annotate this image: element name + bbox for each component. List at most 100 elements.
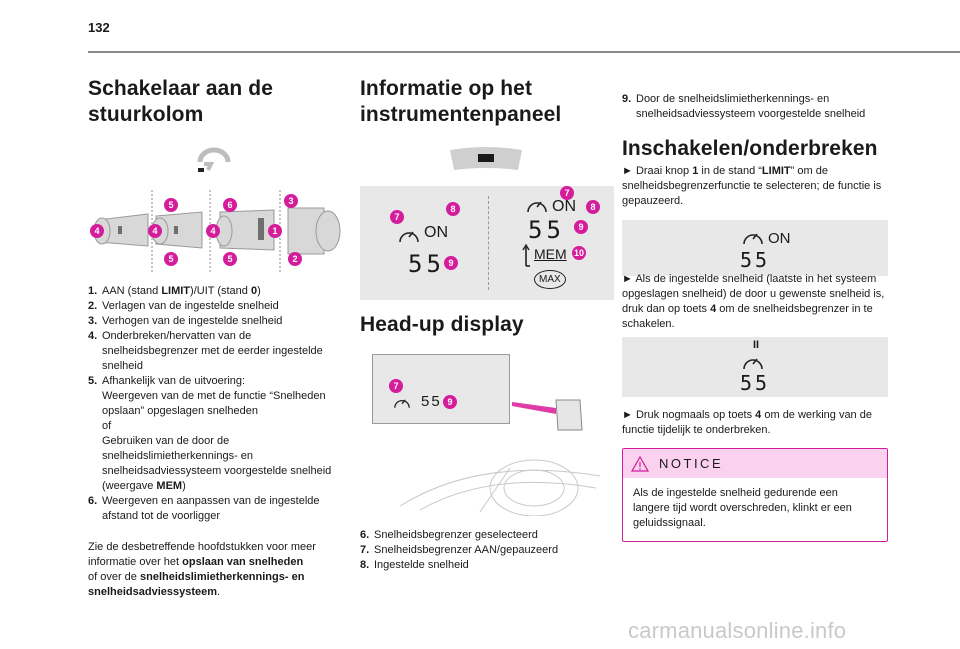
set-speed-digits: 55 [740,248,771,272]
bold-term: 0 [250,285,258,297]
limiter-on-display: ON 55 [622,220,888,276]
legend-list-continued: 9. Door de snelheidslimietherkennings- en… [622,92,888,122]
list-item-text: AAN (stand LIMIT)/UIT (stand 0) [102,284,261,299]
list-item-text: Weergeven en aanpassen van de ingestelde… [102,494,344,524]
limiter-on-label: ON [768,230,791,247]
text-run: ” om de snelheidsbegrenzerfunctie te sel… [622,165,882,207]
callout-badge: 7 [390,210,404,224]
instrument-cluster-icon [446,146,526,172]
text-run: )/UIT (stand [190,285,251,297]
bold-term: MEM [156,480,183,492]
list-item-text: Snelheidsbegrenzer AAN/gepauzeerd [374,543,558,558]
list-item-text: Door de snelheidslimietherkennings- en s… [636,92,888,122]
mem-label: MEM [534,246,567,262]
list-item-text: Onderbreken/hervatten van de snelheidsbe… [102,329,344,374]
callout-badge: 4 [90,224,104,238]
set-speed-digits: 55 [528,216,565,244]
text-run: Weergeven van de met de functie “Snelhed… [102,390,326,417]
set-speed-digits: 55 [740,371,771,395]
max-badge: MAX [534,270,566,289]
title-line: instrumentenpaneel [360,103,562,126]
legend-list-display: 6. Snelheidsbegrenzer geselecteerd 7. Snelh… [360,528,614,573]
text-run: om de werking van de functie tijdelijk t… [622,409,872,436]
list-item-text: Verhogen van de ingestelde snelheid [102,314,282,329]
list-item-text: Afhankelijk van de uitvoering:Weergeven … [102,374,344,494]
instruction-paragraph: ► Als de ingestelde snelheid (laatste in… [622,272,888,332]
column-instrument-panel: Informatie op het instrumentenpaneel ON … [360,76,614,571]
list-item-number: 9. [622,93,632,105]
list-item-number: 8. [360,559,370,571]
text-run: Door de snelheidslimietherkennings- en s… [636,93,866,120]
hud-speed-digits: 55 [421,393,442,410]
list-item: 7. Snelheidsbegrenzer AAN/gepauzeerd [360,543,614,558]
notice-header: NOTICE [623,449,887,478]
list-item: 3. Verhogen van de ingestelde snelheid [88,314,344,329]
callout-badge: 7 [560,186,574,200]
bold-term: 1 [692,165,699,177]
warning-triangle-icon [630,455,650,472]
text-run: Ingestelde snelheid [374,559,469,571]
column-steering-switch: Schakelaar aan de stuurkolom [88,76,344,598]
text-run: Snelheidsbegrenzer AAN/gepauzeerd [374,544,559,556]
text-run: ► Draai knop [622,165,693,177]
title-line: Schakelaar aan de [88,77,273,100]
hud-projection-panel: 55 7 9 [372,354,510,424]
bold-term: LIMIT [161,285,191,297]
set-speed-digits: 55 [408,250,445,278]
text-run: AAN (stand [102,285,162,297]
list-item: 1. AAN (stand LIMIT)/UIT (stand 0) [88,284,344,299]
text-run: Snelheidsbegrenzer geselecteerd [374,529,538,541]
speedometer-icon [742,353,764,378]
list-item-text: Snelheidsbegrenzer geselecteerd [374,528,538,543]
text-run: in de stand “ [698,165,762,177]
list-item: 6.Weergeven en aanpassen van de ingestel… [88,494,344,524]
pause-icon: II [753,339,760,351]
page-number: 132 [88,20,110,35]
text-run: Gebruiken van de door de snelheidslimiet… [102,435,332,492]
callout-badge: 5 [223,252,237,266]
callout-badge: 9 [444,256,458,270]
watermark: carmanualsonline.info [628,618,847,643]
footer-paragraph: Zie de desbetreffende hoofdstukken voor … [88,540,344,600]
list-item: 2.Verlagen van de ingestelde snelheid [88,299,344,314]
list-item-number: 4. [88,330,98,342]
section-title-activation: Inschakelen/onderbreken [622,137,878,160]
list-item-number: 3. [88,315,98,327]
notice-title: NOTICE [659,456,724,471]
text-run: Verlagen van de ingestelde snelheid [102,300,279,312]
text-run: ► Druk nogmaals op toets [622,409,756,421]
callout-badge: 6 [223,198,237,212]
notice-box: NOTICE Als de ingestelde snelheid gedure… [622,448,888,542]
bold-term: 4 [755,409,762,421]
callout-badge: 8 [586,200,600,214]
list-item: 4. Onderbreken/hervatten van de snelheids… [88,329,344,374]
list-item-number: 7. [360,544,370,556]
speedometer-icon [398,226,420,251]
list-item-number: 1. [88,285,98,297]
bold-term: 4 [710,303,717,315]
top-rule [88,51,960,53]
callout-badge: 2 [288,252,302,266]
callout-badge: 4 [148,224,162,238]
text-run: Weergeven en aanpassen van de ingestelde… [102,495,320,522]
speedometer-icon [742,228,764,253]
text-run: ) [257,285,261,297]
list-item-number: 6. [360,529,370,541]
list-item: 6. Snelheidsbegrenzer geselecteerd [360,528,614,543]
callout-badge: 9 [443,395,457,409]
section-title-instrument-panel: Informatie op het instrumentenpaneel [360,76,614,128]
speedometer-icon [393,395,411,416]
bold-term: opslaan van snelheden [182,556,304,568]
list-item-number: 5. [88,375,98,387]
panel-divider [488,196,489,290]
text-run: Zie de desbetreffende hoofdstukken voor … [88,541,316,568]
title-line: Informatie op het [360,77,533,100]
list-item: 9. Door de snelheidslimietherkennings- en… [622,92,888,122]
limiter-on-label: ON [424,224,448,241]
list-item-text: Verlagen van de ingestelde snelheid [102,299,279,314]
callout-badge: 9 [574,220,588,234]
callout-badge: 1 [268,224,282,238]
speedometer-icon [526,196,548,221]
head-up-display-diagram: 55 7 9 [360,346,614,516]
text-run: Verhogen van de ingestelde snelheid [102,315,283,327]
